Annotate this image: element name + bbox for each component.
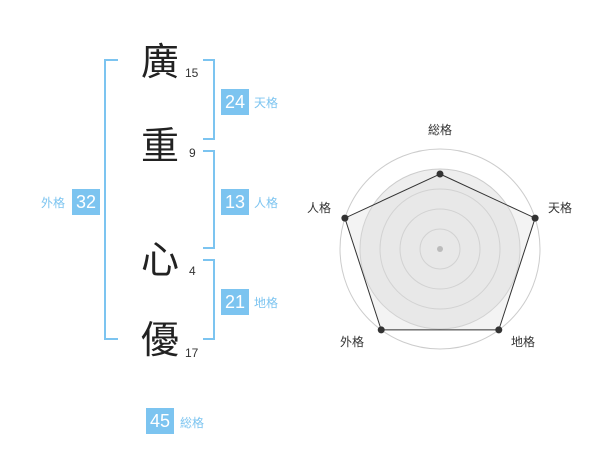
gaikaku-bracket: [104, 59, 118, 340]
radar-axis-label-gaikaku: 外格: [340, 335, 365, 349]
stroke-count-4: 17: [185, 346, 199, 360]
jinkaku-bracket: [203, 150, 215, 249]
radar-grid-ring: [399, 208, 481, 290]
radar-axis-label-tenkaku: 天格: [548, 201, 573, 215]
soukaku-value: 45: [146, 408, 174, 434]
radar-axis-label-chikaku: 地格: [511, 335, 536, 349]
radar-axis-label-soukaku: 総格: [428, 123, 453, 137]
stroke-count-1: 15: [185, 66, 199, 80]
radar-grid-ring: [379, 188, 501, 310]
jinkaku-value: 13: [221, 189, 249, 215]
radar-point-4: [341, 214, 349, 222]
name-char-4: 優: [140, 318, 179, 362]
gaikaku-label: 外格: [41, 196, 66, 210]
radar-point-2: [495, 326, 503, 334]
radar-axis-label-jinkaku: 人格: [307, 201, 332, 215]
radar-grid-ring: [419, 228, 461, 270]
chikaku-label: 地格: [254, 296, 279, 310]
tenkaku-bracket: [203, 59, 215, 140]
name-char-2: 重: [140, 124, 179, 168]
chikaku-bracket: [203, 259, 215, 340]
name-char-1: 廣: [140, 40, 179, 84]
stroke-count-3: 4: [189, 264, 196, 278]
radar-center-dot: [437, 246, 443, 252]
tenkaku-label: 天格: [254, 96, 279, 110]
radar-point-1: [531, 214, 539, 222]
radar-point-0: [436, 170, 444, 178]
gaikaku-value: 32: [72, 189, 100, 215]
radar-point-3: [377, 326, 385, 334]
name-char-3: 心: [140, 238, 179, 282]
chikaku-value: 21: [221, 289, 249, 315]
jinkaku-label: 人格: [254, 196, 279, 210]
stroke-count-2: 9: [189, 146, 196, 160]
tenkaku-value: 24: [221, 89, 249, 115]
soukaku-label: 総格: [180, 416, 205, 430]
